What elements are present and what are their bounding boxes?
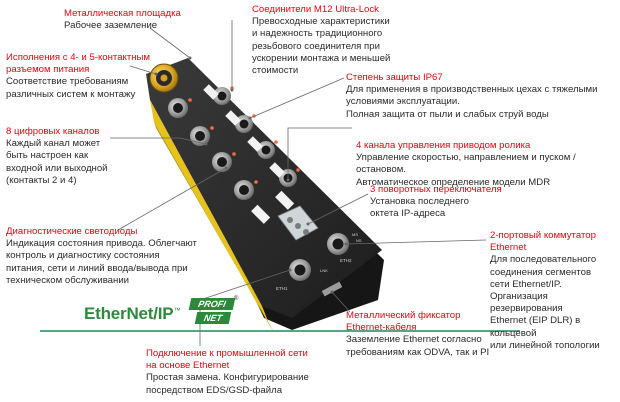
- profinet-logo-bottom: NET: [194, 312, 232, 324]
- callout-ethernet-switch: 2-портовый коммутатор Ethernet Для после…: [490, 230, 620, 352]
- callout-digital-channels: 8 цифровых каналов Каждый канал может бы…: [6, 126, 108, 187]
- callout-title: Диагностические светодиоды: [6, 226, 138, 237]
- callout-body: Каждый канал может быть настроен как вхо…: [6, 138, 108, 186]
- diagnostic-leds: [188, 86, 300, 184]
- power-connector: [149, 63, 179, 93]
- leader-digital: [110, 137, 207, 145]
- callout-body: Соответствие требованиям различных систе…: [6, 76, 136, 100]
- profinet-logo-top: PROFI: [188, 298, 236, 310]
- callout-metal-clamp: Металлический фиксатор Ethernet-кабеля З…: [346, 310, 489, 359]
- callout-title: Металлический фиксатор Ethernet-кабеля: [346, 310, 461, 334]
- m12-connector: [168, 98, 188, 118]
- callout-title: Соединители M12 Ultra-Lock: [252, 4, 379, 15]
- leader-clamp: [331, 291, 351, 313]
- ethernetip-logo: EtherNet/IP™: [84, 304, 180, 324]
- callout-power-connectors: Исполнения с 4- и 5-контактным разъемом …: [6, 52, 150, 101]
- callout-body: Простая замена. Конфигурирование посредс…: [146, 372, 309, 396]
- ethernet-port: [327, 233, 349, 255]
- m12-connector: [234, 180, 254, 200]
- led-label-ms: MS: [352, 232, 358, 237]
- leader-power: [129, 65, 157, 75]
- port-label-eth2: ETH2: [340, 258, 352, 263]
- led-label-lnk: LNK: [320, 268, 328, 273]
- ethernet-port: [289, 259, 311, 281]
- ethernetip-trademark: ™: [173, 307, 181, 315]
- callout-title: 8 цифровых каналов: [6, 126, 100, 137]
- callout-roller-channels: 4 канала управления приводом ролика Упра…: [356, 140, 620, 189]
- leader-metal-plate: [149, 27, 191, 59]
- rotary-switches: [277, 205, 319, 241]
- callout-metal-plate: Металлическая площадка Рабочее заземлени…: [64, 8, 181, 32]
- leader-ip67: [249, 77, 345, 119]
- callout-rotary-switches: 3 поворотных переключателя Установка пос…: [370, 184, 502, 221]
- callout-body: Превосходные характеристики и надежность…: [252, 16, 391, 77]
- power-connector-core: [160, 74, 168, 82]
- io-module: ETH1 ETH2 MS NS LNK: [146, 58, 384, 332]
- metal-clamp: [321, 281, 343, 297]
- led-label-ns: NS: [356, 238, 362, 243]
- leader-diag: [117, 167, 227, 231]
- callout-title: Подключение к промышленной сети на основ…: [146, 348, 308, 372]
- callout-title: 2-портовый коммутатор Ethernet: [490, 230, 596, 254]
- port-label-eth1: ETH1: [276, 286, 288, 291]
- leader-rotary: [307, 193, 369, 225]
- ethernetip-logo-text: EtherNet/IP: [84, 304, 174, 323]
- callout-body: Заземление Ethernet согласно требованиям…: [346, 334, 490, 358]
- profinet-logo: PROFI NET ®: [188, 296, 239, 328]
- leader-switch: [345, 239, 487, 245]
- callout-title: Исполнения с 4- и 5-контактным разъемом …: [6, 52, 151, 76]
- m12-connector: [190, 126, 210, 146]
- m12-connector: [213, 87, 231, 105]
- callout-ip67: Степень защиты IP67 Для применения в про…: [346, 72, 597, 121]
- callout-title: 4 канала управления приводом ролика: [356, 140, 531, 151]
- callout-body: Рабочее заземление: [64, 20, 158, 32]
- callout-diag-leds: Диагностические светодиоды Индикация сос…: [6, 226, 197, 287]
- leader-roller: [287, 127, 352, 180]
- m12-connector: [212, 152, 232, 172]
- callout-title: 3 поворотных переключателя: [370, 184, 502, 195]
- callout-industrial-connection: Подключение к промышленной сети на основ…: [146, 348, 309, 397]
- callout-title: Металлическая площадка: [64, 8, 181, 19]
- m12-connectors: [168, 87, 297, 200]
- callout-body: Управление скоростью, направлением и пус…: [356, 152, 576, 188]
- profinet-trademark: ®: [234, 296, 239, 302]
- yellow-strip: [150, 100, 270, 326]
- callout-body: Для применения в производственных цехах …: [346, 84, 598, 120]
- callout-m12: Соединители M12 Ultra-Lock Превосходные …: [252, 4, 390, 77]
- label-fields: [203, 84, 295, 224]
- callout-body: Установка последнего октета IP-адреса: [370, 196, 469, 220]
- callout-body: Индикация состояния привода. Облегчают к…: [6, 238, 197, 286]
- leader-lines: [110, 20, 487, 346]
- module-top-face: [146, 58, 382, 318]
- callout-title: Степень защиты IP67: [346, 72, 443, 83]
- callout-body: Для последовательного соединения сегмент…: [490, 254, 600, 351]
